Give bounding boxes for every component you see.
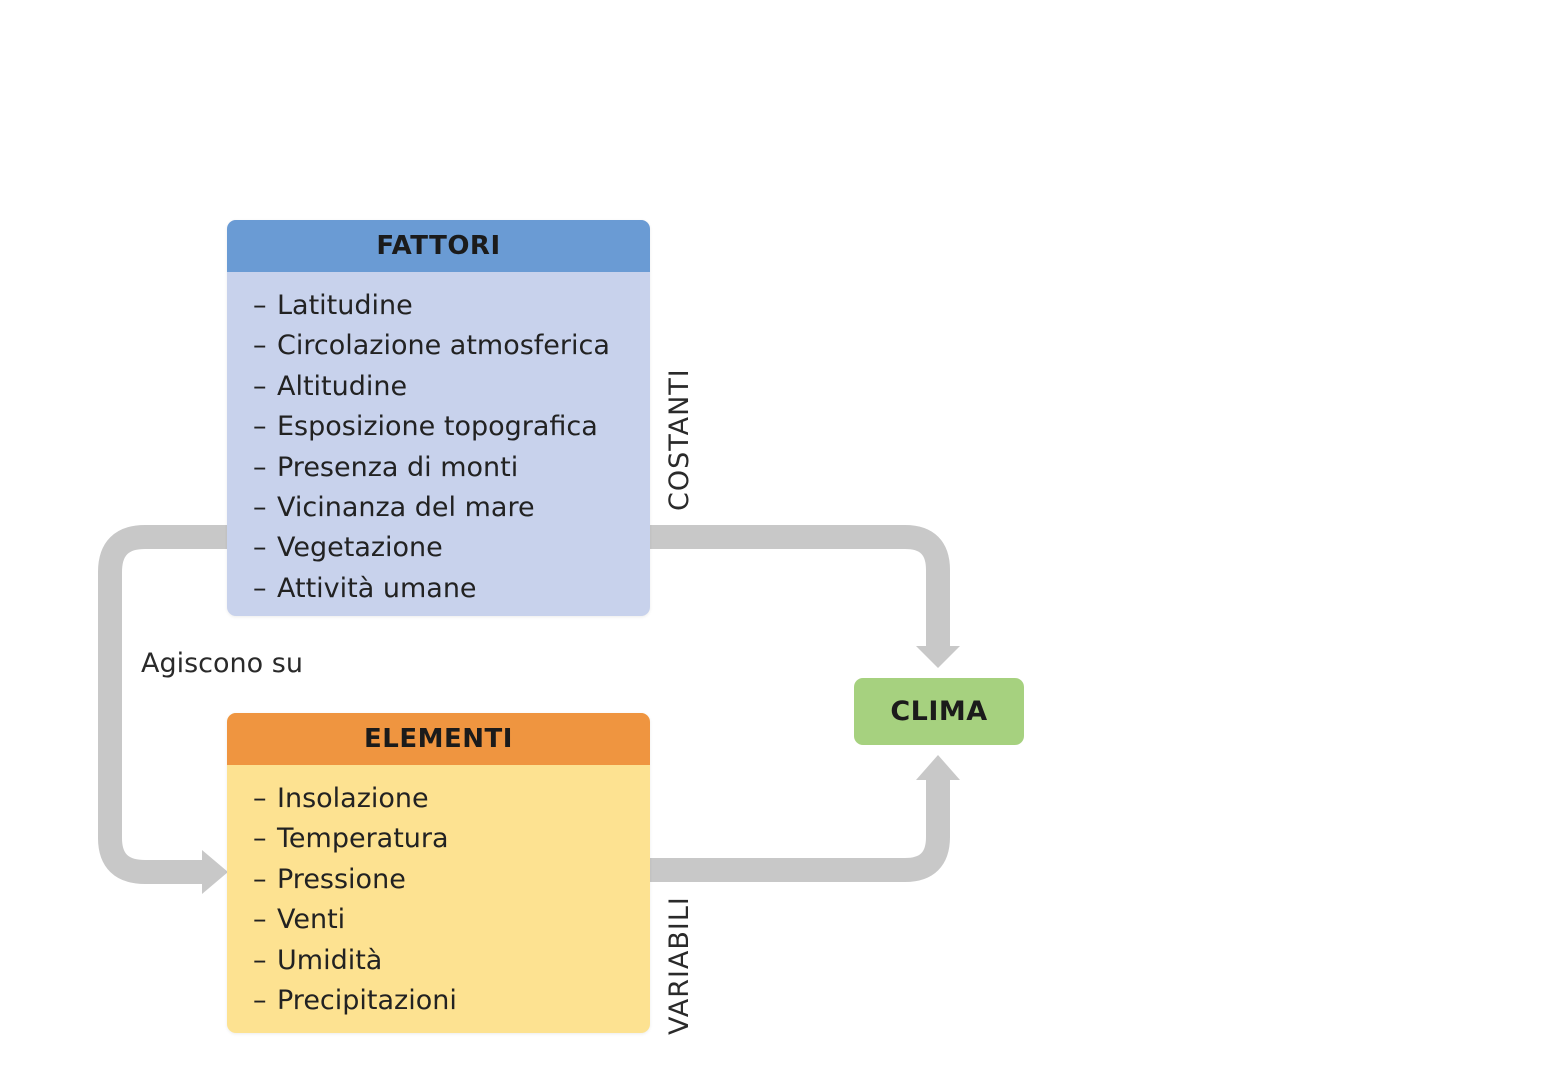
bullet-dash: –: [253, 532, 267, 564]
item-label: Umidità: [277, 944, 383, 976]
list-item: –Attività umane: [253, 569, 650, 609]
costanti-label: COSTANTI: [664, 368, 695, 511]
list-item: –Vegetazione: [253, 528, 650, 568]
list-item: –Pressione: [253, 860, 650, 900]
fattori-title: FATTORI: [227, 220, 650, 272]
item-label: Insolazione: [277, 783, 429, 814]
bullet-dash: –: [253, 330, 267, 362]
list-item: –Presenza di monti: [253, 448, 650, 488]
item-label: Pressione: [277, 863, 406, 895]
fattori-box: FATTORI –Latitudine –Circolazione atmosf…: [227, 220, 650, 616]
agiscono-su-label: Agiscono su: [141, 648, 303, 679]
arrowhead-clima-bottom: [916, 755, 960, 780]
list-item: –Vicinanza del mare: [253, 488, 650, 528]
bullet-dash: –: [253, 411, 267, 443]
elementi-box: ELEMENTI –Insolazione –Temperatura –Pres…: [227, 713, 650, 1033]
item-label: Altitudine: [277, 370, 408, 402]
item-label: Precipitazioni: [277, 985, 457, 1017]
list-item: –Temperatura: [253, 819, 650, 859]
elementi-title: ELEMENTI: [227, 713, 650, 765]
list-item: –Circolazione atmosferica: [253, 326, 650, 366]
bullet-dash: –: [253, 904, 267, 936]
item-label: Circolazione atmosferica: [277, 330, 610, 362]
arrow-fattori-to-clima: [650, 525, 950, 650]
list-item: –Precipitazioni: [253, 981, 650, 1021]
item-label: Vicinanza del mare: [277, 492, 535, 524]
item-label: Temperatura: [277, 823, 449, 855]
item-label: Venti: [277, 904, 346, 936]
list-item: –Latitudine: [253, 286, 650, 326]
bullet-dash: –: [253, 783, 267, 814]
item-label: Latitudine: [277, 290, 413, 321]
bullet-dash: –: [253, 492, 267, 524]
bullet-dash: –: [253, 572, 267, 604]
arrow-elementi-to-clima: [650, 778, 950, 882]
list-item: –Insolazione: [253, 779, 650, 819]
item-label: Esposizione topografica: [277, 411, 598, 443]
bullet-dash: –: [253, 290, 267, 321]
clima-box: CLIMA: [854, 678, 1024, 745]
list-item: –Esposizione topografica: [253, 407, 650, 447]
arrow-fattori-to-elementi: [98, 525, 228, 884]
arrowhead-clima-top: [916, 646, 960, 668]
bullet-dash: –: [253, 370, 267, 402]
list-item: –Venti: [253, 900, 650, 940]
bullet-dash: –: [253, 823, 267, 855]
elementi-list: –Insolazione –Temperatura –Pressione –Ve…: [227, 765, 650, 1021]
bullet-dash: –: [253, 451, 267, 483]
bullet-dash: –: [253, 944, 267, 976]
bullet-dash: –: [253, 863, 267, 895]
fattori-list: –Latitudine –Circolazione atmosferica –A…: [227, 272, 650, 609]
list-item: –Altitudine: [253, 367, 650, 407]
variabili-label: VARIABILI: [664, 896, 695, 1035]
list-item: –Umidità: [253, 941, 650, 981]
item-label: Presenza di monti: [277, 451, 519, 483]
item-label: Vegetazione: [277, 532, 443, 564]
bullet-dash: –: [253, 985, 267, 1017]
arrowhead-elementi: [202, 850, 228, 894]
item-label: Attività umane: [277, 572, 477, 604]
